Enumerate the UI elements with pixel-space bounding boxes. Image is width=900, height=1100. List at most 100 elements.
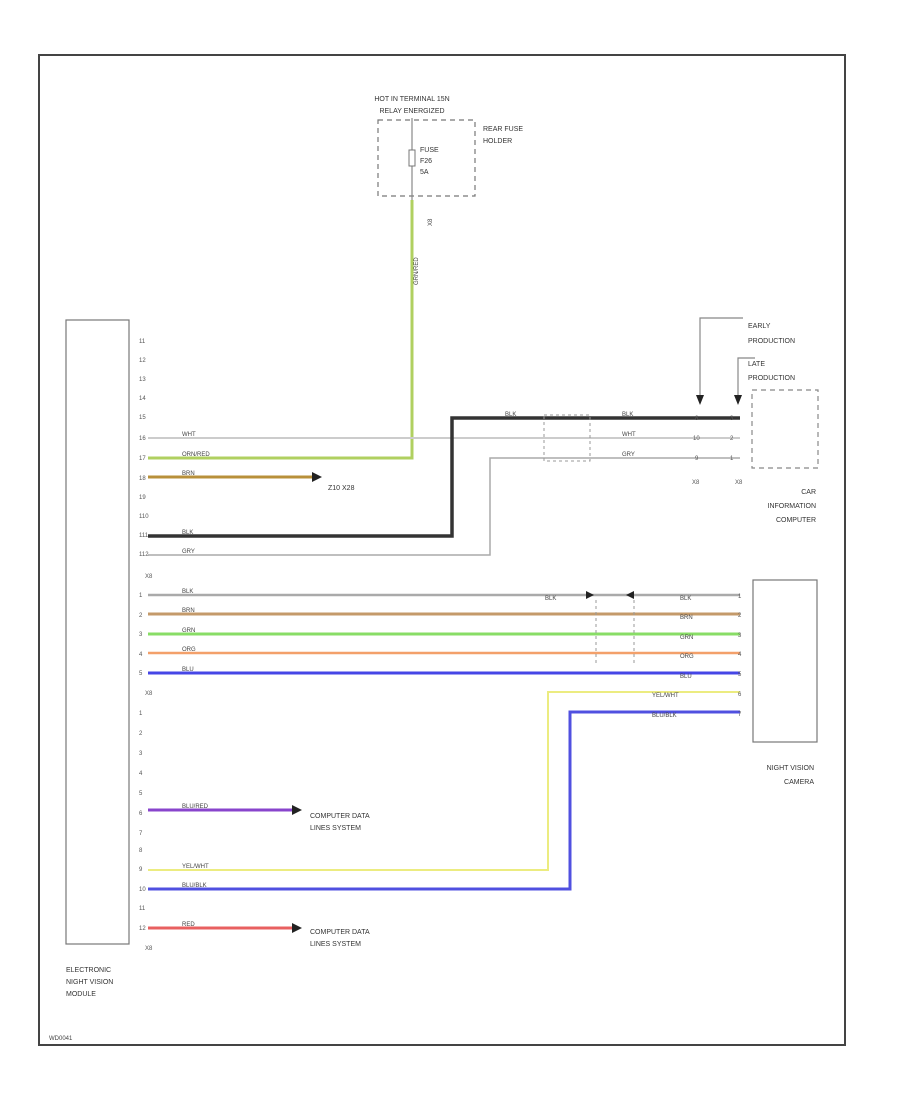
svg-text:5: 5 [139, 671, 143, 677]
svg-text:2: 2 [738, 613, 742, 619]
svg-text:6: 6 [738, 692, 742, 698]
fuse-connector-label: X8 [428, 218, 434, 226]
late-production-leader [737, 357, 755, 400]
early-production-leader [699, 317, 743, 400]
cam-brn-label: BRN [680, 615, 693, 621]
early-production-label-1: EARLY [748, 323, 771, 330]
wire-yel-wht-label: YEL/WHT [182, 864, 209, 870]
wire-brn-label: BRN [182, 471, 195, 477]
svg-text:1: 1 [139, 593, 143, 599]
fuse-icon [408, 149, 416, 167]
camera-name-2: CAMERA [784, 779, 814, 786]
ground-label: Z10 X28 [328, 485, 355, 492]
cam-blu-label: BLU [680, 674, 692, 680]
module-name-3: MODULE [66, 991, 96, 998]
wire-blu-blk-label: BLU/BLK [182, 883, 207, 889]
svg-text:10: 10 [139, 887, 146, 893]
svg-text:18: 18 [139, 476, 146, 482]
svg-text:11: 11 [139, 339, 146, 345]
svg-text:11: 11 [139, 906, 146, 912]
cdl-arrow-2-icon [292, 923, 302, 933]
fuse-holder-box [377, 119, 476, 197]
svg-text:6: 6 [139, 811, 143, 817]
late-production-label-1: LATE [748, 361, 765, 368]
fuse-label-2: F26 [420, 158, 432, 165]
module-pin-list-1: 11 12 13 14 15 16 17 18 19 110 111 112 [139, 339, 149, 558]
svg-text:112: 112 [139, 552, 149, 558]
svg-text:4: 4 [738, 652, 742, 658]
svg-text:4: 4 [139, 771, 143, 777]
night-vision-camera-box [752, 579, 818, 743]
late-arrow-icon [734, 395, 742, 405]
wire-orn-red-label: ORN/RED [182, 452, 210, 458]
wire-cam-brn-label: BRN [182, 608, 195, 614]
fuse-holder-label-2: HOLDER [483, 138, 512, 145]
svg-text:8: 8 [695, 416, 699, 422]
svg-text:19: 19 [139, 495, 146, 501]
wire-blu-blk [148, 710, 740, 891]
svg-text:3: 3 [730, 416, 734, 422]
power-source-label-2: RELAY ENERGIZED [379, 108, 444, 115]
module-connector-1-label: X8 [145, 574, 153, 580]
svg-text:4: 4 [139, 652, 143, 658]
cam-blk-label: BLK [680, 596, 691, 602]
wire-gry-ccc [148, 457, 740, 556]
svg-text:1: 1 [738, 594, 742, 600]
svg-text:5: 5 [738, 672, 742, 678]
cdl-2-label-1: COMPUTER DATA [310, 929, 370, 936]
svg-text:8: 8 [139, 848, 143, 854]
svg-text:7: 7 [139, 831, 143, 837]
ccc-blk-mid-label: BLK [505, 412, 516, 418]
late-production-label-2: PRODUCTION [748, 375, 795, 382]
night-vision-module-box [65, 319, 130, 945]
svg-text:16: 16 [139, 436, 146, 442]
svg-text:15: 15 [139, 415, 146, 421]
svg-text:12: 12 [139, 358, 146, 364]
svg-text:14: 14 [139, 396, 146, 402]
cdl-1-label-2: LINES SYSTEM [310, 825, 361, 832]
module-pin-list-3: 1 2 3 4 5 6 7 8 9 10 11 12 [139, 711, 146, 932]
camera-name-1: NIGHT VISION [767, 765, 814, 772]
cam-blublk-label: BLU/BLK [652, 713, 677, 719]
svg-text:9: 9 [695, 456, 699, 462]
wire-cam-org-label: ORG [182, 647, 196, 653]
camera-pin-numbers: 1 2 3 4 5 6 7 [738, 594, 742, 718]
svg-text:3: 3 [139, 632, 143, 638]
early-production-label-2: PRODUCTION [748, 338, 795, 345]
svg-text:12: 12 [139, 926, 146, 932]
wire-gry-label: GRY [182, 549, 195, 555]
wire-blk-ccc [148, 416, 740, 538]
module-name-1: ELECTRONIC [66, 967, 111, 974]
cam-yel-label: YEL/WHT [652, 693, 679, 699]
ccc-name-2: INFORMATION [768, 503, 816, 510]
ccc-gry-label: GRY [622, 452, 635, 458]
ccc-name-1: CAR [801, 489, 816, 496]
fuse-label-3: 5A [420, 169, 429, 176]
wire-cam-blk-label: BLK [182, 589, 193, 595]
car-information-computer-box [751, 389, 819, 469]
wire-red-label: RED [182, 922, 195, 928]
early-arrow-icon [696, 395, 704, 405]
wire-yel-wht [148, 691, 740, 871]
fuse-label-1: FUSE [420, 147, 439, 154]
wire-cam-grn-label: GRN [182, 628, 195, 634]
cam-org-label: ORG [680, 654, 694, 660]
ground-arrow-icon [312, 472, 322, 482]
ccc-wht-label: WHT [622, 432, 636, 438]
ccc-blk-label: BLK [622, 412, 633, 418]
fuse-holder-label-1: REAR FUSE [483, 126, 523, 133]
svg-text:5: 5 [139, 791, 143, 797]
wire-cam-blu-label: BLU [182, 667, 194, 673]
svg-text:9: 9 [139, 867, 143, 873]
ccc-conn-a: X8 [692, 480, 700, 486]
camera-blk-mid-label: BLK [545, 596, 556, 602]
splice-arrow-right-icon [586, 591, 594, 599]
svg-text:10: 10 [693, 436, 700, 442]
svg-text:3: 3 [738, 633, 742, 639]
svg-text:2: 2 [730, 436, 734, 442]
splice-arrow-left-icon [626, 591, 634, 599]
cdl-arrow-1-icon [292, 805, 302, 815]
svg-text:110: 110 [139, 514, 149, 520]
footer-code: WD0041 [49, 1036, 73, 1042]
